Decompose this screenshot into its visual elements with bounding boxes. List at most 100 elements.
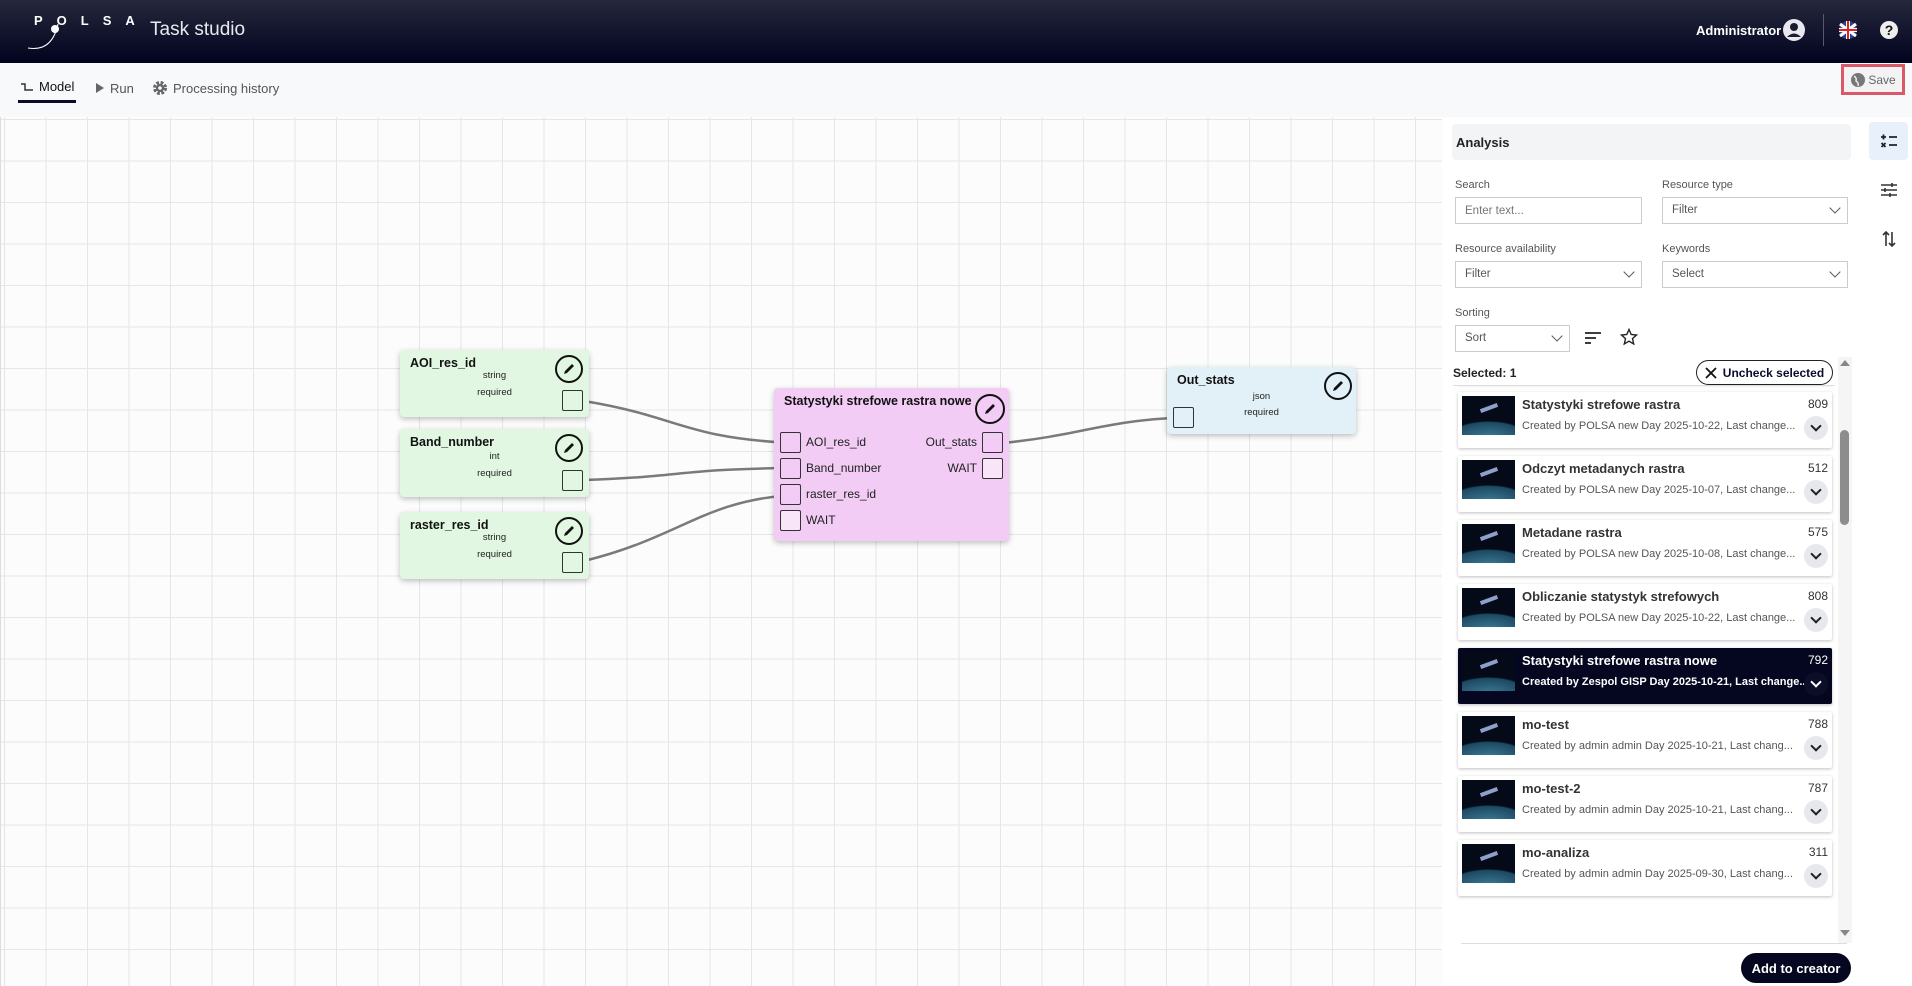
- node-type: string: [482, 532, 507, 543]
- edit-button[interactable]: [555, 355, 583, 383]
- expand-chevron-icon[interactable]: [1804, 416, 1828, 440]
- item-title: Odczyt metadanych rastra: [1522, 461, 1685, 476]
- input-port-label: Band_number: [806, 461, 882, 475]
- list-item[interactable]: mo-test-2 787 Created by admin admin Day…: [1458, 776, 1832, 832]
- expand-chevron-icon[interactable]: [1804, 480, 1828, 504]
- input-port[interactable]: [780, 432, 801, 453]
- node-type: string: [482, 370, 507, 381]
- output-port[interactable]: [562, 470, 583, 491]
- expand-chevron-icon[interactable]: [1804, 736, 1828, 760]
- item-description: Created by POLSA new Day 2025-10-08, Las…: [1522, 548, 1796, 560]
- keywords-value: Select: [1672, 268, 1704, 280]
- list-item[interactable]: Statystyki strefowe rastra 809 Created b…: [1458, 392, 1832, 448]
- output-port[interactable]: [982, 432, 1003, 453]
- add-to-creator-button[interactable]: Add to creator: [1741, 953, 1851, 983]
- list-item[interactable]: mo-analiza 311 Created by admin admin Da…: [1458, 840, 1832, 896]
- analysis-list-tool[interactable]: [1869, 122, 1908, 160]
- polsa-logo[interactable]: [24, 12, 124, 52]
- edit-button[interactable]: [1324, 372, 1352, 400]
- input-port[interactable]: [780, 458, 801, 479]
- node-type: int: [489, 451, 500, 462]
- tab-model[interactable]: Model: [18, 73, 77, 103]
- node-required: required: [477, 468, 512, 479]
- scrollbar-thumb[interactable]: [1840, 430, 1849, 525]
- item-title: Metadane rastra: [1522, 525, 1622, 540]
- list-item[interactable]: mo-test 788 Created by admin admin Day 2…: [1458, 712, 1832, 768]
- list-item[interactable]: Metadane rastra 575 Created by POLSA new…: [1458, 520, 1832, 576]
- expand-chevron-icon[interactable]: [1804, 544, 1828, 568]
- scroll-down-icon[interactable]: [1839, 929, 1851, 937]
- thumbnail-image: [1462, 780, 1515, 819]
- list-item[interactable]: Odczyt metadanych rastra 512 Created by …: [1458, 456, 1832, 512]
- resource-list[interactable]: testGK 1139 Created by admin admin Day 2…: [1453, 385, 1835, 943]
- panel-title: Analysis: [1452, 124, 1851, 160]
- item-id: 512: [1807, 461, 1828, 475]
- item-title: Obliczanie statystyk strefowych: [1522, 589, 1720, 604]
- item-id: 311: [1808, 845, 1828, 859]
- edit-button[interactable]: [975, 394, 1005, 424]
- edge-aoi: [583, 399, 791, 445]
- input-node-band[interactable]: Band_number int required: [400, 429, 589, 497]
- resource-type-select[interactable]: Filter: [1662, 197, 1848, 224]
- item-title: mo-test: [1522, 717, 1569, 732]
- list-item[interactable]: Statystyki strefowe rastra nowe 792 Crea…: [1458, 648, 1832, 704]
- analysis-panel: Analysis Search Resource type Filter Res…: [1443, 117, 1863, 986]
- save-button[interactable]: Save: [1841, 64, 1905, 95]
- help-icon[interactable]: ?: [1879, 20, 1899, 40]
- edit-button[interactable]: [555, 517, 583, 545]
- input-node-raster[interactable]: raster_res_id string required: [400, 512, 589, 579]
- pencil-icon: [564, 443, 574, 453]
- edge-band: [583, 466, 791, 482]
- input-port[interactable]: [780, 510, 801, 531]
- scroll-up-icon[interactable]: [1839, 359, 1851, 367]
- item-title: mo-test-2: [1522, 781, 1581, 796]
- search-input[interactable]: [1455, 197, 1642, 224]
- user-name[interactable]: Administrator: [1696, 23, 1782, 38]
- input-port-label: WAIT: [806, 513, 836, 527]
- edit-button[interactable]: [555, 434, 583, 462]
- uncheck-selected-button[interactable]: Uncheck selected: [1696, 360, 1833, 385]
- model-canvas[interactable]: AOI_res_id string required Band_number i…: [0, 117, 1442, 986]
- expand-chevron-icon[interactable]: [1804, 672, 1828, 696]
- list-item[interactable]: Obliczanie statystyk strefowych 808 Crea…: [1458, 584, 1832, 640]
- output-port[interactable]: [562, 552, 583, 573]
- thumbnail-image: [1462, 460, 1515, 499]
- thumbnail-image: [1462, 524, 1515, 563]
- thumbnail-image: [1462, 588, 1515, 627]
- input-port[interactable]: [780, 484, 801, 505]
- output-port[interactable]: [982, 458, 1003, 479]
- item-id: 809: [1807, 397, 1828, 411]
- expand-chevron-icon[interactable]: [1804, 608, 1828, 632]
- sort-select[interactable]: Sort: [1455, 325, 1570, 352]
- node-title: Statystyki strefowe rastra nowe: [784, 394, 972, 408]
- operation-node[interactable]: Statystyki strefowe rastra nowe AOI_res_…: [774, 388, 1009, 541]
- input-node-aoi[interactable]: AOI_res_id string required: [400, 350, 589, 417]
- output-port[interactable]: [562, 390, 583, 411]
- tab-processing-history[interactable]: Processing history: [152, 73, 279, 103]
- uk-flag-icon[interactable]: [1838, 20, 1858, 40]
- node-title: AOI_res_id: [410, 356, 477, 370]
- item-id: 792: [1807, 653, 1828, 667]
- output-node[interactable]: Out_stats json required: [1167, 367, 1356, 434]
- user-icon[interactable]: [1782, 18, 1806, 42]
- play-icon: [96, 83, 104, 93]
- node-type: json: [1252, 391, 1271, 402]
- sort-tool[interactable]: [1869, 220, 1908, 258]
- filter-tool[interactable]: [1869, 171, 1908, 209]
- pencil-icon: [1333, 381, 1343, 391]
- tab-run[interactable]: Run: [95, 73, 134, 103]
- input-port[interactable]: [1173, 407, 1194, 428]
- tab-model-label: Model: [39, 79, 75, 94]
- uncheck-label: Uncheck selected: [1722, 365, 1825, 380]
- node-title: raster_res_id: [410, 518, 489, 532]
- star-icon[interactable]: [1620, 328, 1638, 346]
- app-title: Task studio: [150, 19, 246, 40]
- list-scrollbar[interactable]: [1838, 357, 1852, 943]
- sort-order-icon[interactable]: [1584, 331, 1602, 345]
- keywords-select[interactable]: Select: [1662, 261, 1848, 288]
- availability-select[interactable]: Filter: [1455, 261, 1642, 288]
- item-id: 787: [1807, 781, 1828, 795]
- expand-chevron-icon[interactable]: [1804, 864, 1828, 888]
- expand-chevron-icon[interactable]: [1804, 800, 1828, 824]
- globe-icon: [1851, 72, 1866, 87]
